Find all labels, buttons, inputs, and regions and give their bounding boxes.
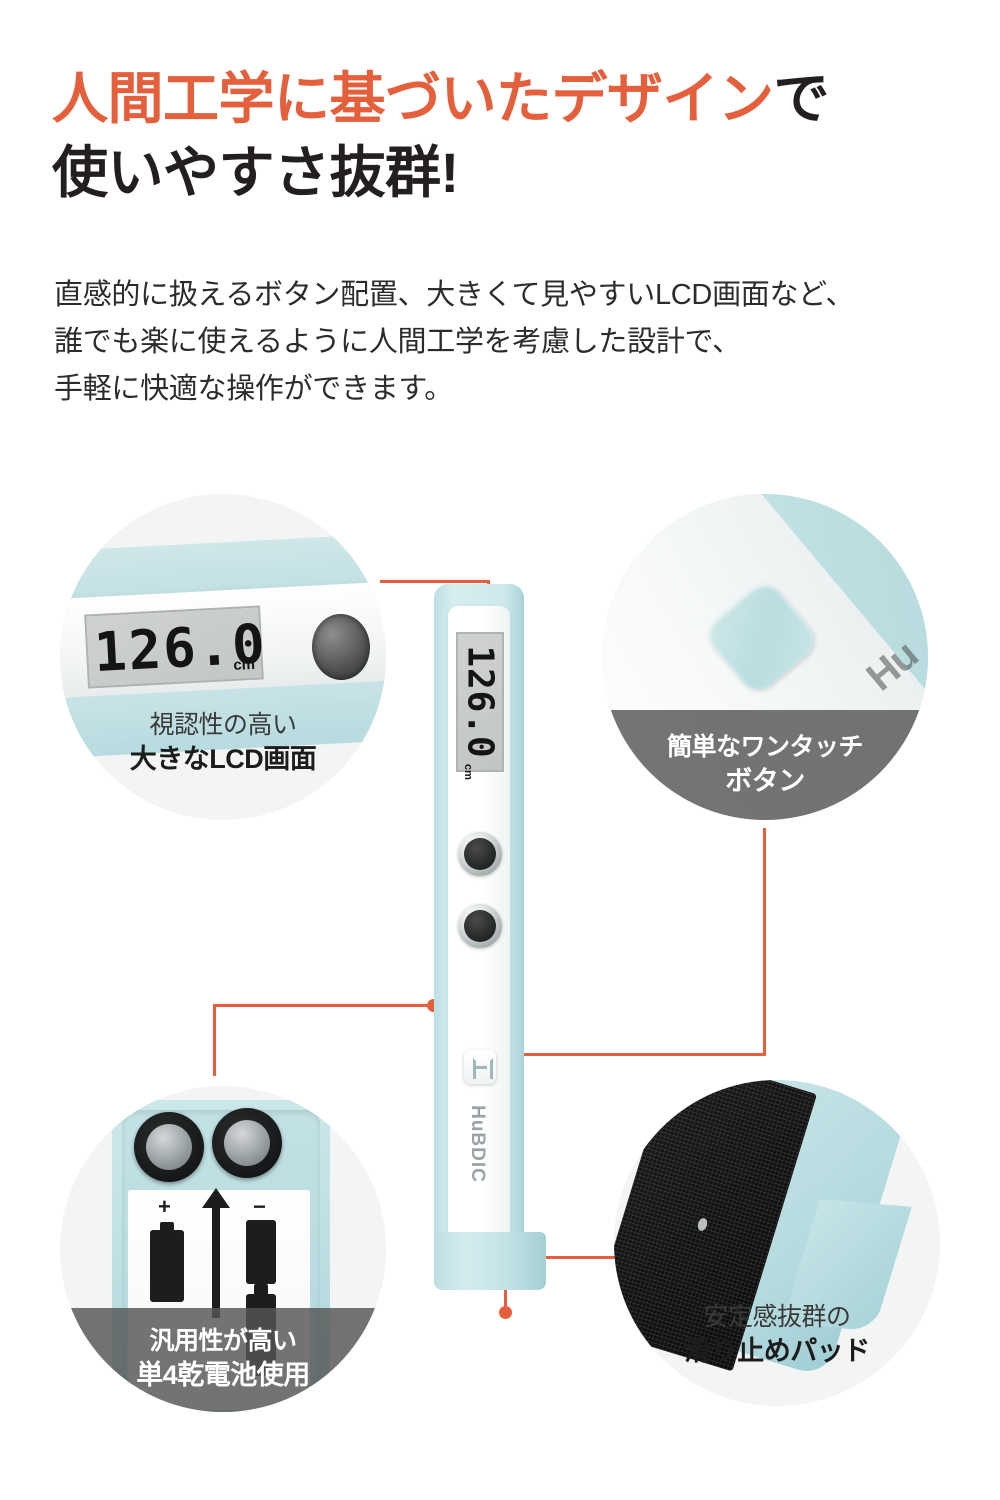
feature-card-battery[interactable]: + − 汎用性が高い 単4乾電池使用 xyxy=(60,1086,386,1412)
device-lcd-screen: 126.0 cm xyxy=(456,632,504,780)
battery-nub-right xyxy=(254,1284,268,1294)
caption-band-one-touch-button xyxy=(602,710,928,820)
device-base-foot xyxy=(434,1232,546,1290)
connector-battery-horizontal xyxy=(213,1004,431,1007)
feature-caption-anti-slip-pad: 安定感抜群の 滑り止めパッド xyxy=(614,1302,940,1368)
feature-caption-battery: 汎用性が高い 単4乾電池使用 xyxy=(60,1326,386,1392)
battery-nub-left xyxy=(160,1222,174,1231)
lcd-screen: 126.0 cm xyxy=(84,605,268,689)
headline-accent-text: 人間工学に基づいたデザイン xyxy=(52,67,774,130)
device-button-lower[interactable] xyxy=(458,904,502,948)
headline-accent-tail: で xyxy=(773,67,830,130)
connector-touch-vertical xyxy=(763,828,766,1056)
caption-bold-one-touch-button: ボタン xyxy=(725,765,805,796)
battery-direction-arrow-icon xyxy=(202,1188,230,1318)
device-brand-label: HuBDIC xyxy=(467,1105,488,1183)
feature-card-one-touch-button[interactable]: Hu 簡単なワンタッチ ボタン xyxy=(602,494,928,820)
device-lcd-unit: cm xyxy=(462,764,474,780)
page-subcopy: 直感的に扱えるボタン配置、大きくて見やすいLCD画面など、 誰でも楽に使えるよう… xyxy=(54,272,954,413)
device-lcd-reading: 126.0 xyxy=(459,645,501,759)
caption-top-anti-slip-pad: 安定感抜群の xyxy=(703,1303,851,1331)
connector-battery-vertical xyxy=(213,1004,216,1076)
polarity-plus-label: + xyxy=(158,1194,171,1219)
caption-bold-anti-slip-pad: 滑り止めパッド xyxy=(684,1335,870,1366)
connector-pad-horizontal xyxy=(504,1256,622,1259)
battery-contact-right xyxy=(212,1108,282,1178)
subcopy-line-1: 直感的に扱えるボタン配置、大きくて見やすいLCD画面など、 xyxy=(54,279,855,311)
headline-second-line: 使いやすさ抜群! xyxy=(52,141,459,205)
connector-touch-horizontal xyxy=(484,1053,766,1056)
device-one-touch-button[interactable] xyxy=(464,1050,496,1084)
battery-cell-right-upper xyxy=(246,1220,276,1284)
feature-caption-lcd: 視認性の高い 大きなLCD画面 xyxy=(60,710,386,776)
product-height-meter[interactable]: 126.0 cm HuBDIC xyxy=(428,584,548,1324)
feature-card-lcd[interactable]: 126.0 cm 視認性の高い 大きなLCD画面 xyxy=(60,494,386,820)
battery-cell-left xyxy=(150,1230,184,1302)
device-button-upper[interactable] xyxy=(458,832,502,876)
subcopy-line-2: 誰でも楽に使えるように人間工学を考慮した設計で、 xyxy=(54,325,741,358)
caption-top-battery: 汎用性が高い xyxy=(149,1327,297,1355)
connector-dot-pad xyxy=(499,1306,512,1319)
lcd-unit-label: cm xyxy=(232,655,256,674)
caption-band-battery xyxy=(60,1308,386,1412)
caption-bold-battery: 単4乾電池使用 xyxy=(136,1359,310,1390)
lcd-reading: 126.0 xyxy=(92,612,269,685)
battery-contact-left xyxy=(134,1112,204,1182)
caption-top-lcd: 視認性の高い xyxy=(149,711,297,739)
page-headline: 人間工学に基づいたデザインで 使いやすさ抜群! xyxy=(52,62,952,211)
subcopy-line-3: 手軽に快適な操作ができます。 xyxy=(54,372,453,405)
feature-card-anti-slip-pad[interactable]: 安定感抜群の 滑り止めパッド xyxy=(614,1080,940,1406)
polarity-minus-label: − xyxy=(253,1194,266,1219)
feature-caption-one-touch-button: 簡単なワンタッチ ボタン xyxy=(602,732,928,798)
caption-bold-lcd: 大きなLCD画面 xyxy=(129,743,317,774)
caption-top-one-touch-button: 簡単なワンタッチ xyxy=(666,733,864,761)
connector-lcd-horizontal xyxy=(380,580,490,583)
